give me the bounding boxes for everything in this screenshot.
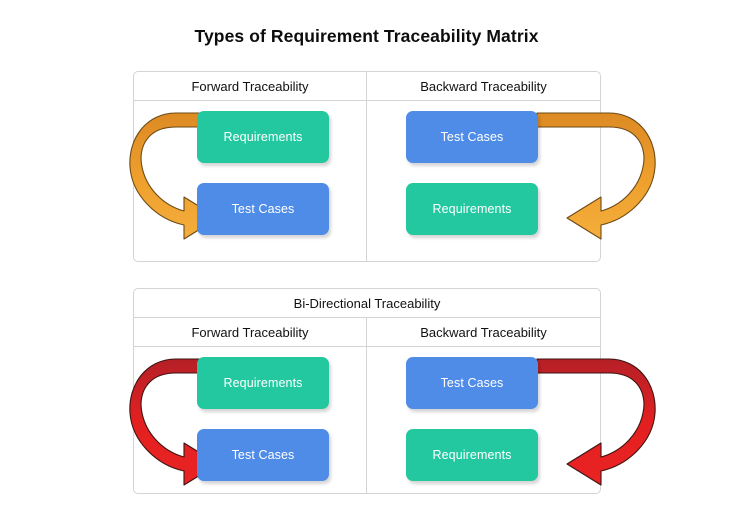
node-test-cases: Test Cases <box>406 357 538 409</box>
panel1-body-row: Requirements Test Cases <box>129 101 656 261</box>
backward-arrow-orange-icon <box>536 112 656 240</box>
page-title: Types of Requirement Traceability Matrix <box>194 26 539 46</box>
panel-forward-backward-traceability: Forward Traceability Backward Traceabili… <box>129 71 656 262</box>
node-requirements-label: Requirements <box>223 130 303 144</box>
panel2-title-label: Bi-Directional Traceability <box>293 295 441 311</box>
node-test-cases-label: Test Cases <box>231 202 295 216</box>
panel2-cell-forward: Requirements Test Cases <box>129 347 367 493</box>
node-requirements: Requirements <box>406 429 538 481</box>
panel1-cell-backward: Test Cases Requirements <box>367 101 656 261</box>
panel2-header-forward-label: Forward Traceability <box>191 324 309 340</box>
panel2-header-row: Forward Traceability Backward Traceabili… <box>134 318 600 347</box>
node-test-cases: Test Cases <box>197 183 329 235</box>
node-test-cases: Test Cases <box>197 429 329 481</box>
node-requirements-label: Requirements <box>432 448 512 462</box>
panel1-cell-forward: Requirements Test Cases <box>129 101 367 261</box>
node-requirements: Requirements <box>406 183 538 235</box>
node-test-cases-label: Test Cases <box>440 376 504 390</box>
node-requirements: Requirements <box>197 357 329 409</box>
node-requirements: Requirements <box>197 111 329 163</box>
node-requirements-label: Requirements <box>223 376 303 390</box>
panel2-body-row: Requirements Test Cases <box>129 347 656 493</box>
panel-bidirectional-traceability: Bi-Directional Traceability Forward Trac… <box>129 288 656 494</box>
node-test-cases-label: Test Cases <box>231 448 295 462</box>
panel2-header-backward-label: Backward Traceability <box>420 324 547 340</box>
panel2-header-forward: Forward Traceability <box>134 318 367 346</box>
panel1-header-row: Forward Traceability Backward Traceabili… <box>134 72 600 101</box>
panel1-header-backward: Backward Traceability <box>367 72 600 100</box>
panel1-header-forward-label: Forward Traceability <box>191 78 309 94</box>
node-test-cases: Test Cases <box>406 111 538 163</box>
backward-arrow-red-icon <box>536 358 656 486</box>
node-requirements-label: Requirements <box>432 202 512 216</box>
panel1-header-forward: Forward Traceability <box>134 72 367 100</box>
panel1-header-backward-label: Backward Traceability <box>420 78 547 94</box>
panel2-title-row: Bi-Directional Traceability <box>134 289 600 318</box>
panel2-cell-backward: Test Cases Requirements <box>367 347 656 493</box>
node-test-cases-label: Test Cases <box>440 130 504 144</box>
panel2-header-backward: Backward Traceability <box>367 318 600 346</box>
